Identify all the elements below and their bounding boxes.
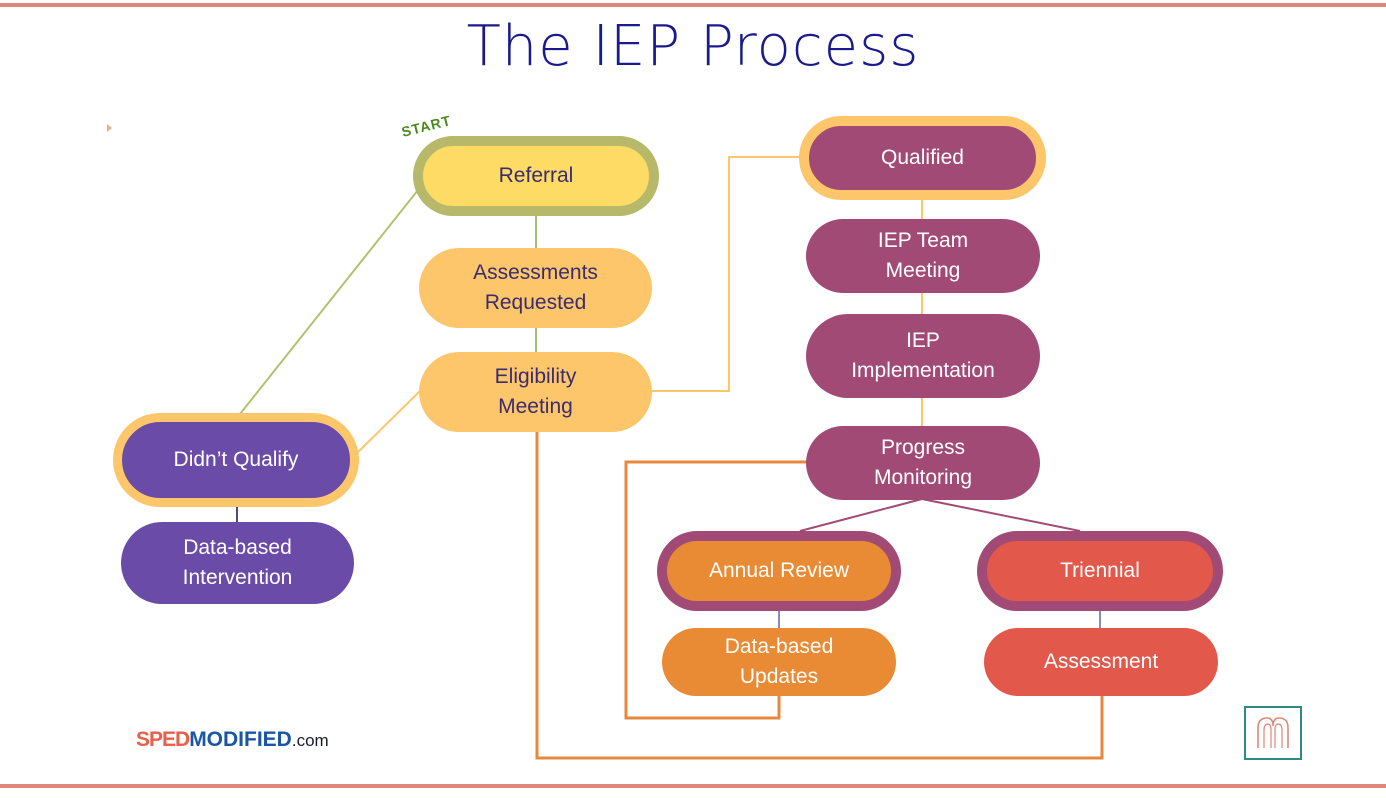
annual-review-node[interactable]: Annual Review (657, 531, 901, 611)
iep-implementation-node[interactable]: IEP Implementation (806, 314, 1040, 398)
small-marker-icon (107, 124, 112, 132)
connector-eligibility-qualified (652, 156, 804, 392)
data-based-updates-node[interactable]: Data-based Updates (662, 628, 896, 696)
brand-part-com: .com (291, 731, 329, 750)
loop-updates-progress (624, 460, 808, 720)
brand-logo-text: SPEDMODIFIED.com (136, 728, 329, 752)
triennial-node[interactable]: Triennial (977, 531, 1223, 611)
assessment-node[interactable]: Assessment (984, 628, 1218, 696)
brand-m-logo-icon (1244, 706, 1302, 760)
m-arch-icon (1257, 717, 1289, 748)
progress-monitoring-node[interactable]: Progress Monitoring (806, 426, 1040, 500)
loop-assessment-eligibility (535, 430, 1104, 760)
connector-referral-didnt-qualify (239, 189, 419, 415)
bottom-rule (0, 784, 1386, 788)
connector-progress-annual (799, 498, 923, 532)
connector-eligibility-didnt-qualify (357, 390, 421, 453)
referral-node[interactable]: Referral (413, 136, 659, 216)
data-based-intervention-node[interactable]: Data-based Intervention (121, 522, 354, 604)
brand-part-modified: MODIFIED (189, 728, 292, 751)
iep-team-meeting-node[interactable]: IEP Team Meeting (806, 219, 1040, 293)
assessments-requested-node[interactable]: Assessments Requested (419, 248, 652, 328)
didnt-qualify-node[interactable]: Didn’t Qualify (113, 413, 359, 507)
qualified-node[interactable]: Qualified (799, 116, 1046, 200)
connector-progress-triennial (921, 498, 1081, 532)
page-title: The IEP Process (466, 14, 920, 79)
top-rule (0, 3, 1386, 7)
brand-part-sped: SPED (136, 728, 190, 751)
eligibility-meeting-node[interactable]: Eligibility Meeting (419, 352, 652, 432)
